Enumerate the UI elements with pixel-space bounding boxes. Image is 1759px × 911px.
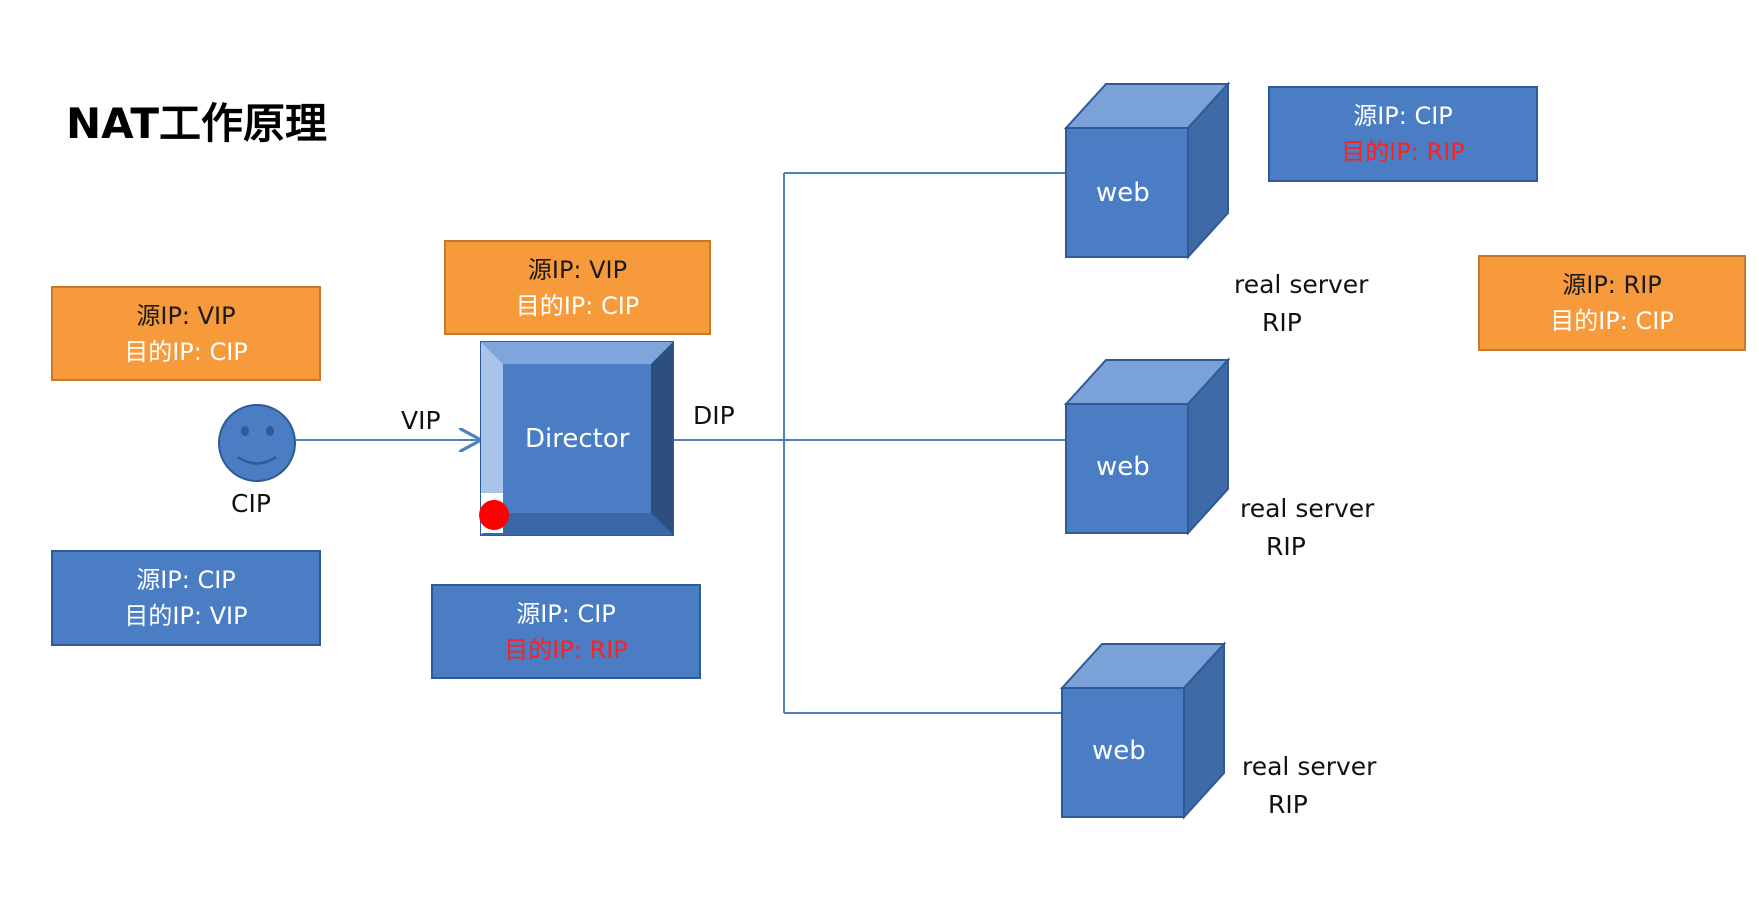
web-server-3-label: web	[1092, 736, 1146, 766]
client-request-packet-box: 源IP: CIP 目的IP: VIP	[51, 550, 321, 646]
web-server-1-cube	[1063, 81, 1231, 260]
server-request-packet-box: 源IP: CIP 目的IP: RIP	[1268, 86, 1538, 182]
director-request-packet-box: 源IP: CIP 目的IP: RIP	[431, 584, 701, 679]
web-server-1-ip: RIP	[1262, 308, 1302, 337]
client-reply-src: 源IP: VIP	[136, 301, 236, 330]
web-server-3-ip: RIP	[1268, 790, 1308, 819]
director-reply-src: 源IP: VIP	[527, 255, 628, 284]
client-request-dst: 目的IP: VIP	[124, 602, 248, 630]
vip-label: VIP	[401, 406, 441, 435]
web-server-2-ip: RIP	[1266, 532, 1306, 561]
server-request-src: 源IP: CIP	[1353, 102, 1453, 130]
diagram-title: NAT工作原理	[66, 99, 328, 148]
director-request-dst: 目的IP: RIP	[504, 635, 628, 664]
web-server-2-role: real server	[1240, 494, 1375, 523]
client-request-src: 源IP: CIP	[136, 566, 236, 594]
director-reply-dst: 目的IP: CIP	[515, 291, 640, 320]
client-reply-dst: 目的IP: CIP	[124, 337, 248, 366]
server-request-dst: 目的IP: RIP	[1341, 138, 1465, 166]
director-request-src: 源IP: CIP	[516, 599, 616, 628]
dip-label: DIP	[693, 401, 735, 430]
client-reply-packet-box: 源IP: VIP 目的IP: CIP	[51, 286, 321, 381]
server-reply-src: 源IP: RIP	[1562, 271, 1662, 299]
client-smiley-icon	[218, 404, 296, 482]
director-node	[480, 341, 674, 536]
web-server-1-role: real server	[1234, 270, 1369, 299]
web-server-1-label: web	[1096, 178, 1150, 208]
director-reply-packet-box: 源IP: VIP 目的IP: CIP	[444, 240, 711, 335]
server-reply-packet-box: 源IP: RIP 目的IP: CIP	[1478, 255, 1746, 351]
client-cip-label: CIP	[231, 489, 271, 518]
web-server-3-role: real server	[1242, 752, 1377, 781]
web-server-3-cube	[1059, 641, 1227, 820]
web-server-2-cube	[1063, 357, 1231, 536]
server-reply-dst: 目的IP: CIP	[1550, 307, 1674, 335]
web-server-2-label: web	[1096, 452, 1150, 482]
director-label: Director	[525, 424, 630, 454]
red-marker-icon	[479, 493, 509, 533]
